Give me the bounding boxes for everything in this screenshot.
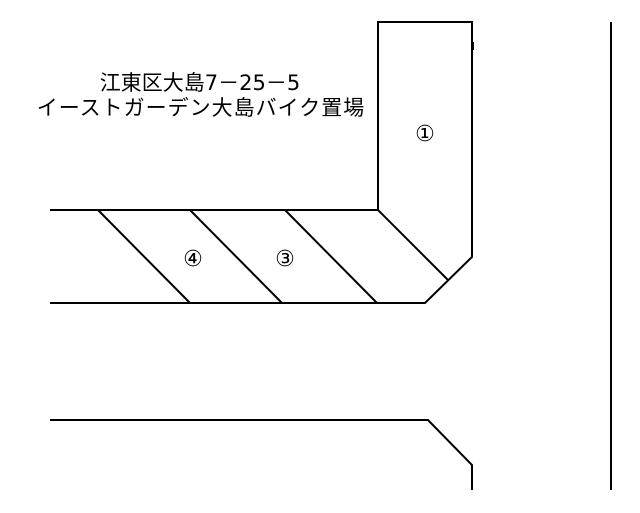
address-text: 江東区大島7－25－5 [99,71,301,95]
hatch-line [97,209,191,304]
divider-diagonal [377,209,449,281]
hatch-line [284,209,378,304]
space-label-3: ③ [275,247,295,272]
facility-name: イーストガーデン大島バイク置場 [36,96,366,120]
lower-boundary [50,419,473,490]
space-1-outline [50,21,473,304]
hatch-line [189,209,283,304]
space-label-4: ④ [183,247,203,272]
space-label-1: ① [415,122,435,147]
